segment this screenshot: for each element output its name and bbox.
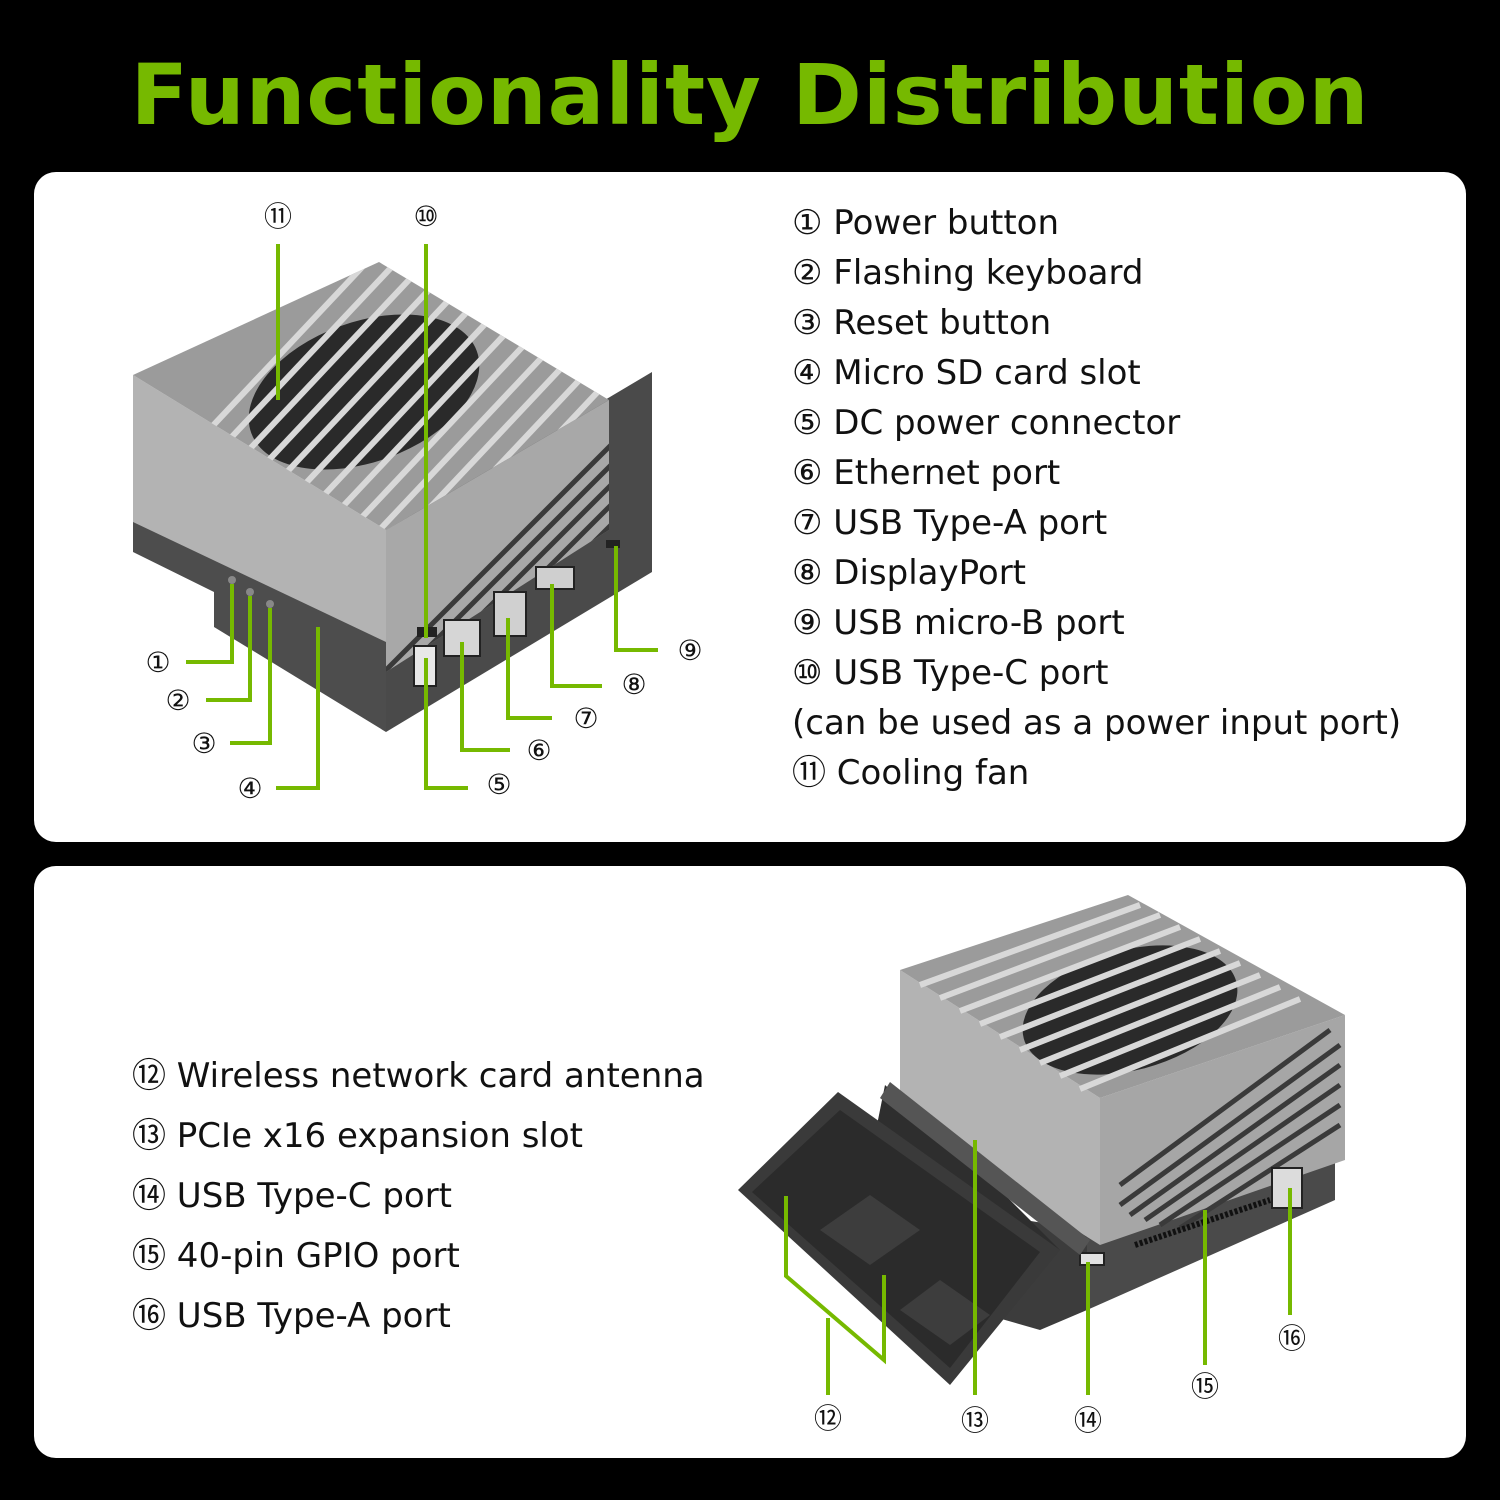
- legend-item-wireless-antenna: ⑫ Wireless network card antenna: [132, 1056, 705, 1096]
- callout-6: ⑥: [526, 734, 551, 767]
- legend-item-usb-type-c: ⑩ USB Type-C port: [792, 653, 1109, 693]
- callout-3: ③: [191, 727, 216, 760]
- bottom-legend: ⑫ Wireless network card antenna ⑬ PCIe x…: [132, 1046, 705, 1346]
- legend-item-reset-button: ③ Reset button: [792, 303, 1052, 343]
- callout-1: ①: [145, 646, 170, 679]
- callout-10: ⑩: [413, 200, 438, 233]
- top-panel: ① ② ③ ④ ⑤ ⑥ ⑦ ⑧ ⑨ ⑩ ⑪ ① Power button ② F…: [34, 172, 1466, 842]
- callout-2: ②: [165, 684, 190, 717]
- legend-item-cooling-fan: ⑪ Cooling fan: [792, 753, 1030, 793]
- callout-15: ⑮: [1191, 1370, 1219, 1403]
- legend-item-micro-sd-slot: ④ Micro SD card slot: [792, 353, 1141, 393]
- bottom-callout-leader-lines: [784, 1140, 1292, 1395]
- callout-16: ⑯: [1278, 1322, 1306, 1355]
- legend-item-usb-type-c: ⑭ USB Type-C port: [132, 1176, 453, 1216]
- legend-item-power-button: ① Power button: [792, 203, 1060, 243]
- callout-9: ⑨: [677, 634, 702, 667]
- callout-13: ⑬: [961, 1404, 989, 1437]
- callout-5: ⑤: [486, 768, 511, 801]
- legend-item-pcie-slot: ⑬ PCIe x16 expansion slot: [132, 1116, 584, 1156]
- callout-leader-lines: [186, 244, 658, 790]
- legend-item-gpio-port: ⑮ 40-pin GPIO port: [132, 1236, 460, 1276]
- legend-item-usb-type-a: ⑯ USB Type-A port: [132, 1296, 451, 1336]
- legend-item-flashing-keyboard: ② Flashing keyboard: [792, 253, 1144, 293]
- callout-7: ⑦: [573, 702, 598, 735]
- legend-item-ethernet: ⑥ Ethernet port: [792, 453, 1061, 493]
- antenna-tray: [738, 1092, 1060, 1385]
- callout-14: ⑭: [1074, 1404, 1102, 1437]
- callout-4: ④: [237, 772, 262, 805]
- callout-8: ⑧: [621, 668, 646, 701]
- bottom-panel: ⑫ Wireless network card antenna ⑬ PCIe x…: [34, 866, 1466, 1458]
- device-body: [133, 262, 652, 732]
- device-rear-diagram: ⑫ ⑬ ⑭ ⑮ ⑯: [738, 895, 1345, 1437]
- top-legend: ① Power button ② Flashing keyboard ③ Res…: [792, 198, 1401, 798]
- legend-item-dc-power: ⑤ DC power connector: [792, 403, 1181, 443]
- legend-item-usb-type-a: ⑦ USB Type-A port: [792, 503, 1108, 543]
- legend-item-displayport: ⑧ DisplayPort: [792, 553, 1027, 593]
- page-title: Functionality Distribution: [130, 46, 1370, 144]
- callout-labels: ① ② ③ ④ ⑤ ⑥ ⑦ ⑧ ⑨ ⑩ ⑪: [145, 200, 702, 805]
- device-front-diagram: ① ② ③ ④ ⑤ ⑥ ⑦ ⑧ ⑨ ⑩ ⑪: [133, 200, 703, 805]
- bottom-callout-labels: ⑫ ⑬ ⑭ ⑮ ⑯: [814, 1322, 1306, 1437]
- device-rear-body: [900, 895, 1345, 1330]
- callout-12: ⑫: [814, 1402, 842, 1435]
- legend-item-usb-type-c-note: (can be used as a power input port): [792, 703, 1402, 743]
- callout-11: ⑪: [264, 200, 292, 233]
- legend-item-usb-micro-b: ⑨ USB micro-B port: [792, 603, 1125, 643]
